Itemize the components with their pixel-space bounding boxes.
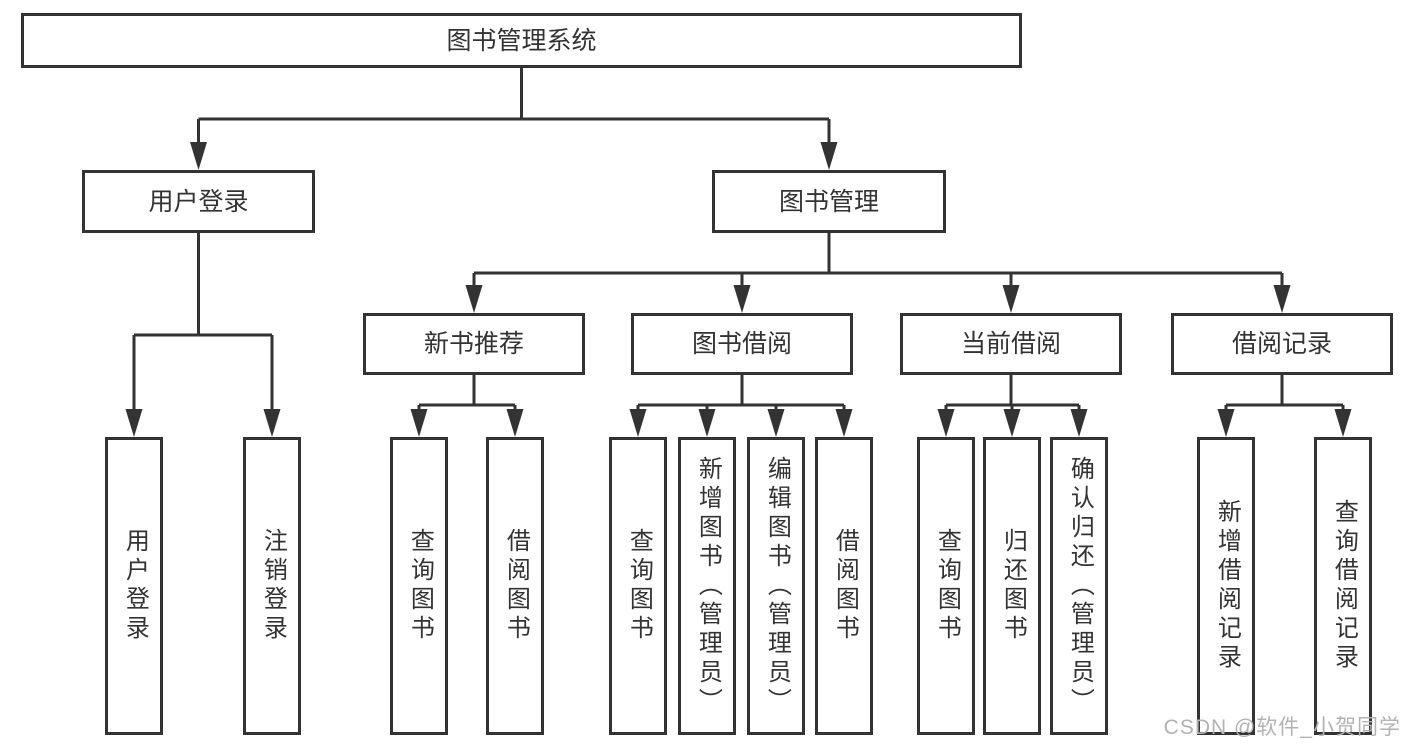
node-bb-query-book: 查询图书 (609, 437, 667, 735)
node-label-cb-confirm-return: 确认归还（管理员） (1066, 455, 1094, 717)
node-label-cb-return-book: 归还图书 (999, 528, 1027, 644)
arrowhead-down-icon (1002, 285, 1020, 313)
node-logout-action: 注销登录 (243, 437, 301, 735)
node-library-management-system: 图书管理系统 (21, 13, 1022, 68)
node-label-bb-edit-book: 编辑图书（管理员） (763, 455, 791, 717)
node-label-bb-borrow-book: 借阅图书 (831, 528, 859, 644)
arrowhead-down-icon (835, 409, 853, 437)
watermark: CSDN @软件_小贺同学 (1163, 716, 1401, 739)
arrowhead-down-icon (698, 409, 716, 437)
arrowhead-down-icon (465, 285, 483, 313)
arrowhead-down-icon (125, 409, 143, 437)
arrowhead-down-icon (767, 409, 785, 437)
node-cb-query-book: 查询图书 (917, 437, 975, 735)
node-nbr-query-book: 查询图书 (390, 437, 448, 735)
node-label-nbr-borrow-book: 借阅图书 (502, 528, 530, 644)
node-bb-borrow-book: 借阅图书 (815, 437, 873, 735)
arrowhead-down-icon (820, 142, 838, 170)
arrowhead-down-icon (1070, 409, 1088, 437)
node-label-br-add-record: 新增借阅记录 (1213, 499, 1241, 673)
node-nbr-borrow-book: 借阅图书 (486, 437, 544, 735)
node-label-book-borrowing: 图书借阅 (691, 330, 792, 358)
node-cb-return-book: 归还图书 (983, 437, 1041, 735)
node-current-borrowing: 当前借阅 (900, 313, 1122, 375)
node-label-borrowing-records: 借阅记录 (1231, 330, 1332, 358)
node-book-borrowing: 图书借阅 (631, 313, 853, 375)
arrowhead-down-icon (1334, 409, 1352, 437)
node-bb-edit-book: 编辑图书（管理员） (747, 437, 805, 735)
arrowhead-down-icon (506, 409, 524, 437)
node-cb-confirm-return: 确认归还（管理员） (1050, 437, 1108, 735)
node-label-library-management-system: 图书管理系统 (446, 26, 597, 55)
arrowhead-down-icon (1003, 409, 1021, 437)
arrowhead-down-icon (1217, 409, 1235, 437)
node-label-user-login: 用户登录 (148, 187, 249, 216)
node-label-nbr-query-book: 查询图书 (406, 528, 434, 644)
node-label-cb-query-book: 查询图书 (933, 528, 961, 644)
node-label-new-book-recommendation: 新书推荐 (423, 330, 524, 358)
node-br-query-record: 查询借阅记录 (1314, 437, 1372, 735)
arrowhead-down-icon (937, 409, 955, 437)
node-label-bb-add-book: 新增图书（管理员） (694, 455, 722, 717)
node-borrowing-records: 借阅记录 (1171, 313, 1393, 375)
node-label-bb-query-book: 查询图书 (625, 528, 653, 644)
node-bb-add-book: 新增图书（管理员） (678, 437, 736, 735)
node-label-user-login-action: 用户登录 (121, 528, 149, 644)
node-label-book-management: 图书管理 (778, 187, 879, 216)
arrowhead-down-icon (263, 409, 281, 437)
arrowhead-down-icon (410, 409, 428, 437)
arrowhead-down-icon (1273, 285, 1291, 313)
node-br-add-record: 新增借阅记录 (1197, 437, 1255, 735)
arrowhead-down-icon (190, 142, 207, 170)
node-new-book-recommendation: 新书推荐 (363, 313, 585, 375)
node-label-logout-action: 注销登录 (259, 528, 287, 644)
arrowhead-down-icon (733, 285, 751, 313)
node-user-login-action: 用户登录 (105, 437, 163, 735)
node-label-br-query-record: 查询借阅记录 (1330, 499, 1358, 673)
node-user-login: 用户登录 (82, 170, 315, 233)
arrowhead-down-icon (629, 409, 647, 437)
node-book-management: 图书管理 (712, 170, 946, 233)
node-label-current-borrowing: 当前借阅 (960, 330, 1061, 358)
